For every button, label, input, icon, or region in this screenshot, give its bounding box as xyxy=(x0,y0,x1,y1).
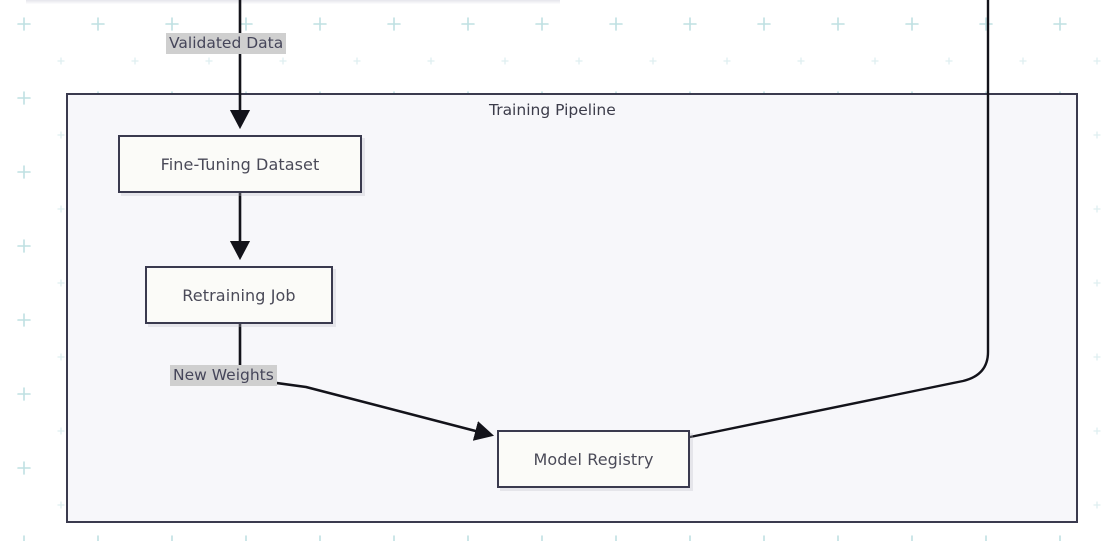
edge-label-validated-data: Validated Data xyxy=(166,33,287,55)
node-fine-tuning-dataset[interactable]: Fine-Tuning Dataset xyxy=(118,135,362,193)
edge-label-new-weights: New Weights xyxy=(170,365,277,387)
offscreen-node-edge xyxy=(26,0,560,4)
node-label-model-registry: Model Registry xyxy=(533,449,654,469)
cluster-title-training-pipeline: Training Pipeline xyxy=(489,101,616,119)
node-label-fine-tuning-dataset: Fine-Tuning Dataset xyxy=(160,154,320,174)
node-retraining-job[interactable]: Retraining Job xyxy=(145,266,333,324)
node-model-registry[interactable]: Model Registry xyxy=(497,430,690,488)
node-label-retraining-job: Retraining Job xyxy=(182,285,296,305)
